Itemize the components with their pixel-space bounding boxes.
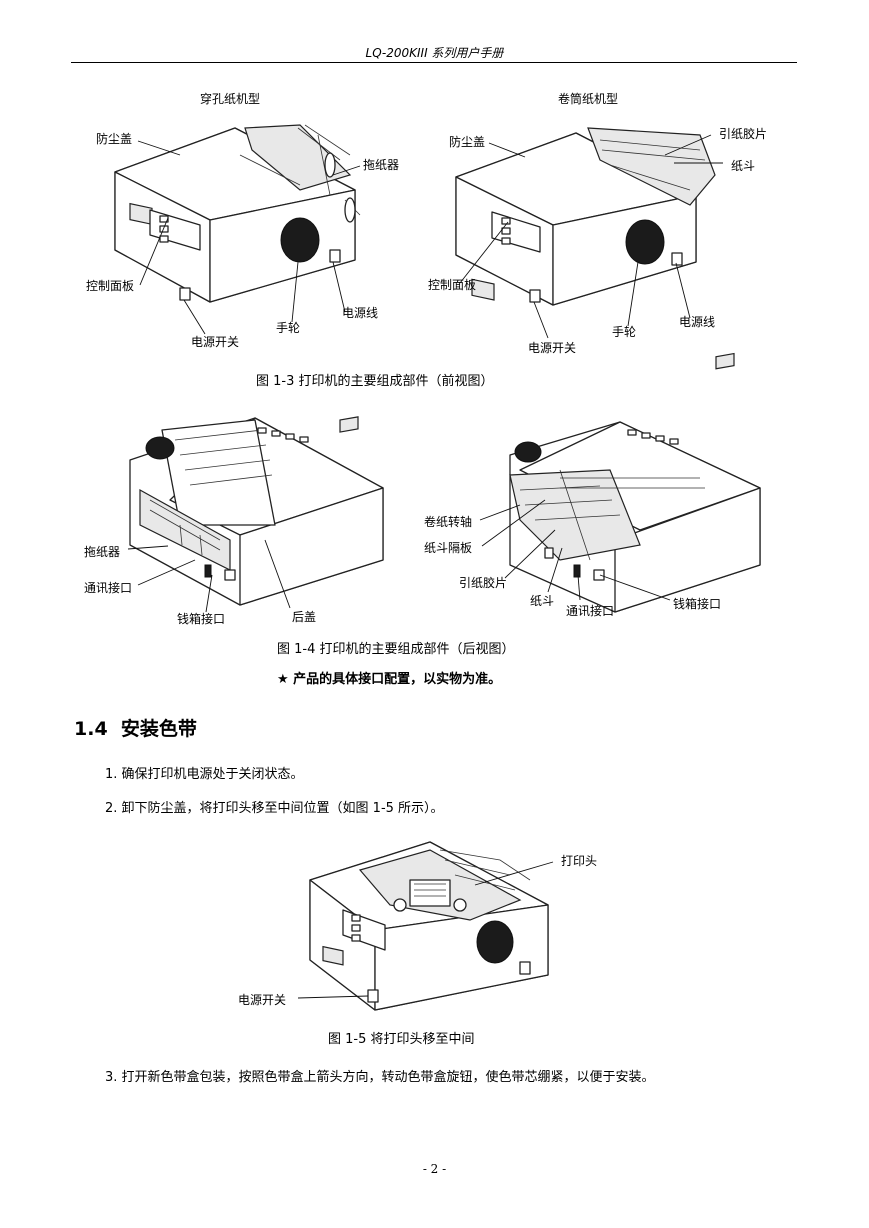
step-3: 3. 打开新色带盒包装，按照色带盒上箭头方向，转动色带盒旋钮，使色带芯绷紧，以便… xyxy=(105,1066,655,1085)
figure-1-5-caption: 图 1-5 将打印头移至中间 xyxy=(328,1032,475,1047)
figure-1-3-right-title: 卷筒纸机型 xyxy=(558,92,619,106)
section-heading: 1.4 安装色带 xyxy=(74,714,197,741)
step-text: 打开新色带盒包装，按照色带盒上箭头方向，转动色带盒旋钮，使色带芯绷紧，以便于安装… xyxy=(121,1070,655,1085)
label-comm-port-left: 通讯接口 xyxy=(84,581,133,595)
section-title: 安装色带 xyxy=(120,718,197,740)
figure-1-4-caption: 图 1-4 打印机的主要组成部件（后视图） xyxy=(277,642,515,657)
label-tractor-left: 拖纸器 xyxy=(363,158,400,172)
step-text: 卸下防尘盖，将打印头移至中间位置（如图 1-5 所示）。 xyxy=(121,801,444,816)
figure-1-3-left-title: 穿孔纸机型 xyxy=(200,92,261,106)
label-control-panel-right: 控制面板 xyxy=(428,278,477,292)
label-print-head: 打印头 xyxy=(561,854,598,868)
label-paper-guide-right: 引纸胶片 xyxy=(719,127,768,141)
interface-note: ★ 产品的具体接口配置，以实物为准。 xyxy=(277,672,502,687)
printer-open-print-head-illustration xyxy=(309,841,549,1011)
label-knob-right: 手轮 xyxy=(612,325,637,339)
figure-1-4-leader-lines xyxy=(127,499,671,613)
label-tractor-rear: 拖纸器 xyxy=(84,545,121,559)
label-knob-left: 手轮 xyxy=(276,321,301,335)
label-roll-shaft: 卷纸转轴 xyxy=(424,515,473,529)
step-1: 1. 确保打印机电源处于关闭状态。 xyxy=(105,763,304,782)
label-paper-guide-rear: 引纸胶片 xyxy=(459,576,508,590)
figure-1-5-leader-lines xyxy=(297,861,554,999)
step-number: 1. xyxy=(105,767,118,782)
label-drawer-port-left: 钱箱接口 xyxy=(177,612,226,626)
label-dust-cover-right: 防尘盖 xyxy=(449,135,486,149)
label-bin-divider: 纸斗隔板 xyxy=(424,541,473,555)
header-rule xyxy=(71,62,797,63)
running-header: LQ-200KIII 系列用户手册 xyxy=(365,46,504,60)
label-rear-cover: 后盖 xyxy=(292,610,317,624)
printer-tractor-rear-illustration xyxy=(129,416,384,606)
figure-1-3-leader-lines xyxy=(137,134,723,339)
figure-1-3-caption: 图 1-3 打印机的主要组成部件（前视图） xyxy=(256,374,494,389)
label-power-cord-right: 电源线 xyxy=(679,315,716,329)
step-text: 确保打印机电源处于关闭状态。 xyxy=(121,767,304,782)
label-drawer-port-right: 钱箱接口 xyxy=(673,597,722,611)
step-number: 2. xyxy=(105,801,118,816)
printer-tractor-front-illustration xyxy=(114,124,361,303)
label-comm-port-right: 通讯接口 xyxy=(566,604,615,618)
step-2: 2. 卸下防尘盖，将打印头移至中间位置（如图 1-5 所示）。 xyxy=(105,797,444,816)
label-power-cord-left: 电源线 xyxy=(342,306,379,320)
section-number: 1.4 xyxy=(74,718,108,740)
page-number: - 2 - xyxy=(422,1162,447,1176)
printer-roll-front-illustration xyxy=(455,127,716,306)
step-number: 3. xyxy=(105,1070,118,1085)
label-power-switch-fig5: 电源开关 xyxy=(238,993,287,1007)
printer-roll-rear-illustration xyxy=(509,352,761,613)
label-power-switch-left: 电源开关 xyxy=(191,335,240,349)
label-control-panel-left: 控制面板 xyxy=(86,279,135,293)
label-paper-bin-rear: 纸斗 xyxy=(530,594,555,608)
label-dust-cover-left: 防尘盖 xyxy=(96,132,133,146)
label-power-switch-right: 电源开关 xyxy=(528,341,577,355)
label-paper-bin-right: 纸斗 xyxy=(731,159,756,173)
